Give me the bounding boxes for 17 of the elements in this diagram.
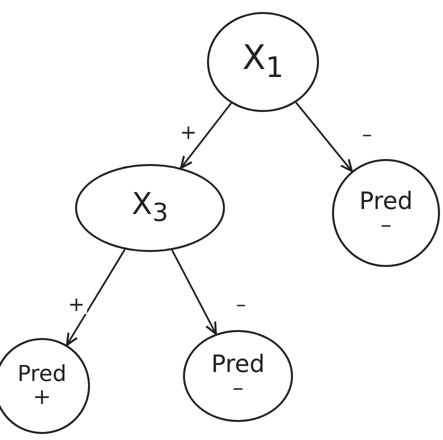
arrow (180, 102, 232, 169)
tree-node (207, 12, 319, 112)
node-label: Pred (359, 188, 413, 214)
node-label: X$_{1}$ (242, 41, 284, 83)
node-label: Pred (211, 352, 265, 378)
arrow (66, 248, 126, 346)
sign-label: – (380, 214, 392, 238)
arrow (295, 102, 353, 172)
node-label: X$_{3}$ (132, 189, 168, 227)
tree-node (183, 330, 293, 422)
arrow (171, 250, 217, 335)
sign-label: + (32, 386, 52, 410)
sign-label: – (232, 377, 244, 400)
tree-node (75, 164, 225, 252)
tree-node (0, 338, 90, 434)
node-label: Pred (18, 362, 66, 386)
tree-node (332, 159, 440, 267)
